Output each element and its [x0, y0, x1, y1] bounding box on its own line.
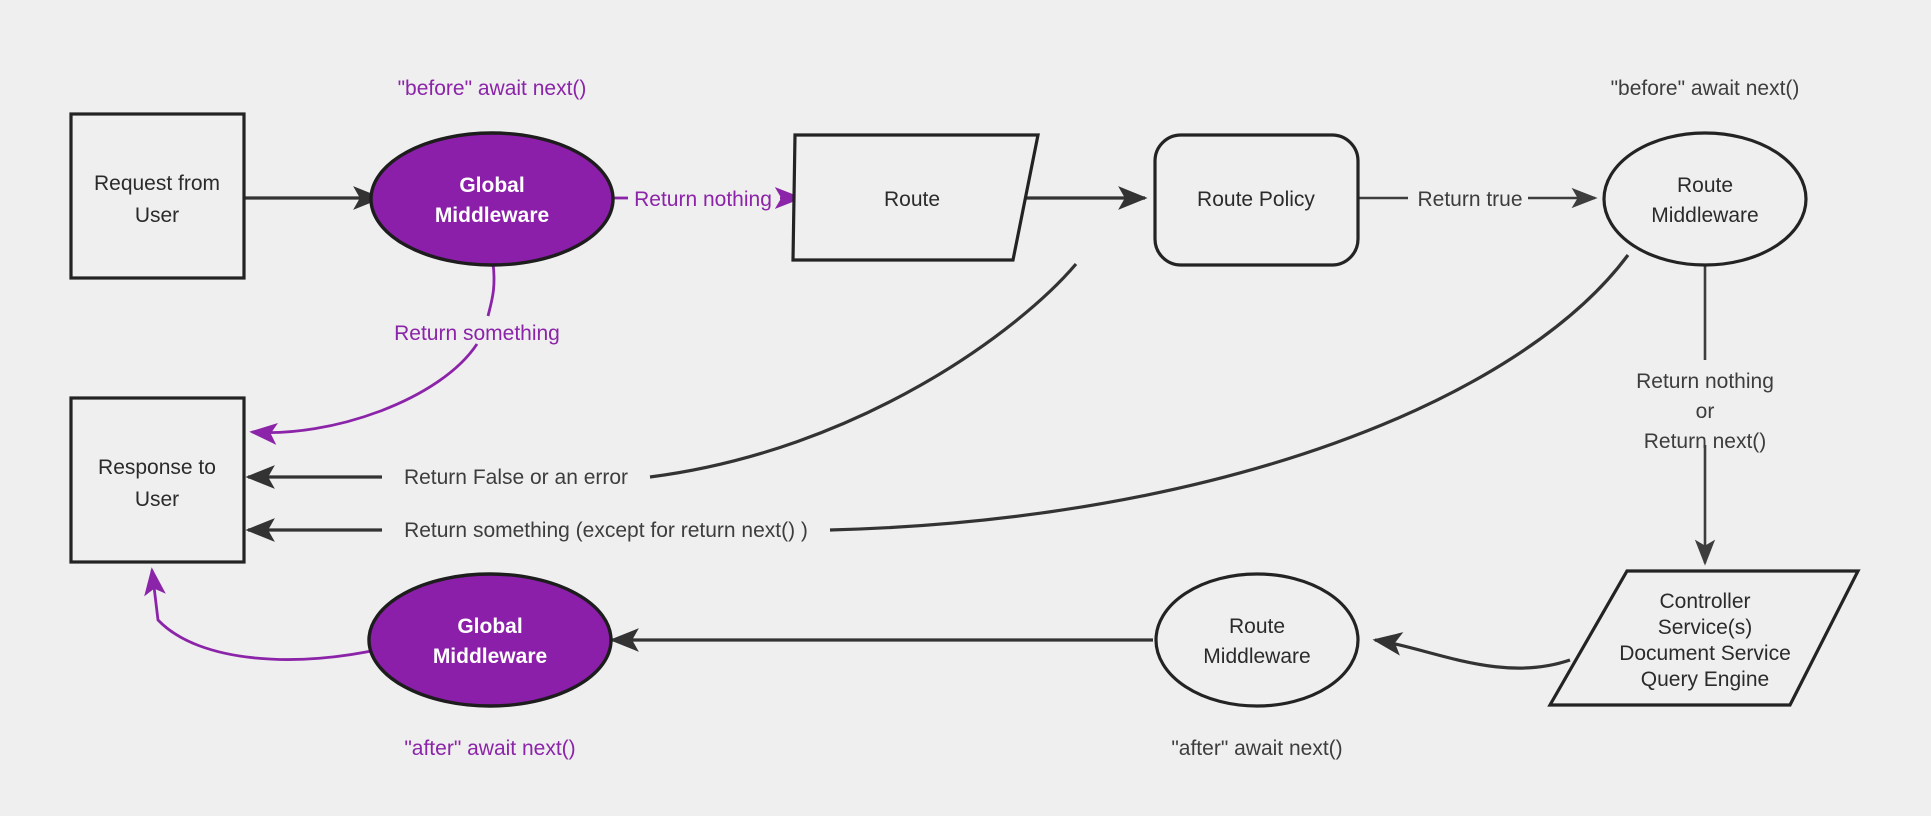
node-route-middleware-bottom-line1: Route [1229, 615, 1285, 638]
edge-label-return-something-except: Return something (except for return next… [404, 519, 808, 542]
node-controller-services[interactable]: Controller Service(s) Document Service Q… [1547, 569, 1861, 707]
node-request-from-user-line1: Request from [94, 172, 220, 195]
edge-global-middleware-bottom-to-response [144, 567, 386, 661]
node-route-middleware-bottom-line2: Middleware [1203, 645, 1310, 668]
annotation-after-await-next-right: "after" await next() [1171, 737, 1342, 760]
node-controller-services-line1: Controller [1659, 590, 1750, 613]
annotation-before-await-next-right: "before" await next() [1611, 77, 1800, 100]
annotation-after-await-next-left: "after" await next() [404, 737, 575, 760]
edge-label-return-nothing: Return nothing [634, 188, 772, 211]
edge-label-return-nothing-or-1: Return nothing [1636, 370, 1774, 393]
node-route-middleware-bottom[interactable]: Route Middleware [1154, 572, 1360, 708]
node-route-policy[interactable]: Route Policy [1153, 133, 1360, 267]
node-global-middleware-top-line1: Global [459, 174, 524, 197]
edge-label-return-nothing-or-3: Return next() [1644, 430, 1767, 453]
node-route-policy-label: Route Policy [1197, 188, 1315, 211]
node-response-to-user-line1: Response to [98, 456, 216, 479]
node-controller-services-line3: Document Service [1619, 642, 1791, 665]
edge-label-return-false-or-error: Return False or an error [404, 466, 628, 489]
node-global-middleware-top[interactable]: Global Middleware [369, 131, 615, 267]
edge-label-return-nothing-or-2: or [1696, 400, 1715, 423]
node-request-from-user-line2: User [135, 204, 179, 227]
node-controller-services-line2: Service(s) [1658, 616, 1753, 639]
node-global-middleware-bottom-line1: Global [457, 615, 522, 638]
node-request-from-user[interactable]: Request from User [69, 112, 246, 280]
node-route-middleware-top-line2: Middleware [1651, 204, 1758, 227]
node-route-middleware-top[interactable]: Route Middleware [1602, 131, 1808, 267]
node-route[interactable]: Route [791, 133, 1040, 262]
edge-label-return-something: Return something [394, 322, 560, 345]
edge-route-policy-to-response-false [245, 262, 1078, 489]
node-global-middleware-top-line2: Middleware [435, 204, 549, 227]
edge-label-return-true: Return true [1417, 188, 1522, 211]
annotation-before-await-next-left: "before" await next() [398, 77, 587, 100]
node-global-middleware-bottom[interactable]: Global Middleware [367, 572, 613, 708]
edge-route-middleware-to-response-something [245, 254, 1630, 542]
node-response-to-user[interactable]: Response to User [69, 396, 246, 564]
node-global-middleware-bottom-line2: Middleware [433, 645, 547, 668]
edge-global-middleware-to-response-return-something [249, 262, 496, 445]
node-controller-services-line4: Query Engine [1641, 668, 1769, 691]
node-route-label: Route [884, 188, 940, 211]
node-route-middleware-top-line1: Route [1677, 174, 1733, 197]
node-response-to-user-line2: User [135, 488, 179, 511]
edge-controller-to-route-middleware-bottom [1372, 632, 1571, 670]
